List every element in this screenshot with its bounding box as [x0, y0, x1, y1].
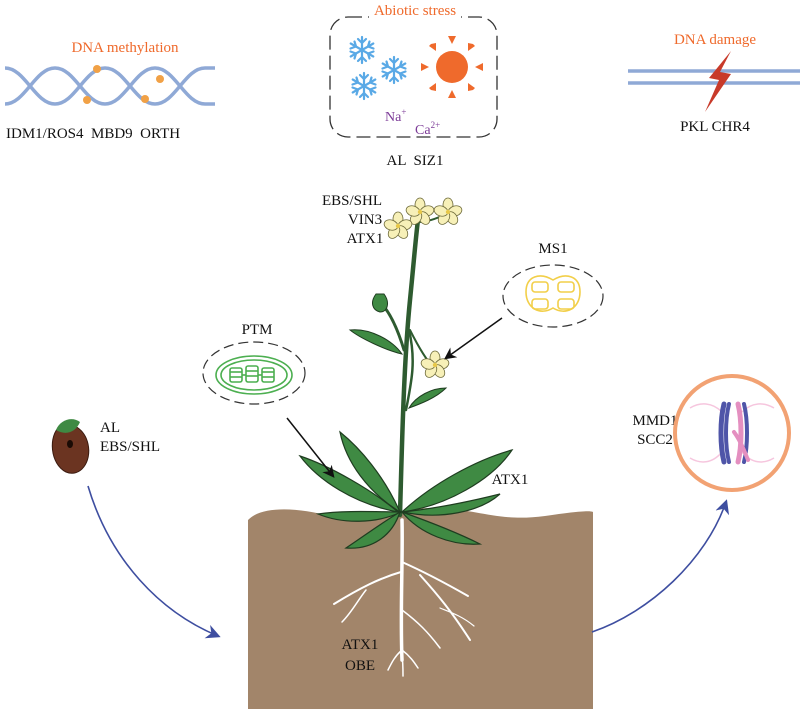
- dna-damage-title: DNA damage: [674, 32, 756, 48]
- ptm-label: PTM: [242, 322, 273, 338]
- soil-block: [248, 507, 593, 709]
- root-gene-2: OBE: [345, 658, 375, 674]
- root-gene-1: ATX1: [342, 637, 379, 653]
- ptm-arrow: [286, 417, 335, 478]
- chloroplast-icon: [215, 355, 293, 395]
- lightning-icon: [705, 51, 731, 112]
- dna-damage-panel: DNA damage PKL CHR4: [628, 32, 800, 135]
- methyl-group-icon: [83, 65, 164, 104]
- seed-gene-1: AL: [100, 420, 120, 436]
- cauline-leaf: [348, 329, 404, 355]
- inflorescence-gene-3: ATX1: [347, 231, 384, 247]
- snowflake-icon: [381, 55, 407, 85]
- ptm-panel: PTM: [202, 322, 335, 478]
- plant-to-meiosis-arrow: [591, 499, 730, 633]
- flower-icon: [432, 197, 464, 228]
- sodium-ion-label: Na+: [385, 107, 406, 125]
- dna-methylation-panel: DNA methylation IDM1/ROS4 MBD9 ORTH: [4, 40, 215, 142]
- cell-outline: [673, 374, 791, 492]
- pollen-icon: [525, 275, 581, 312]
- chromosome-icon: [718, 401, 750, 465]
- meiosis-panel: MMD1 SCC2: [632, 374, 791, 492]
- dna-methylation-title: DNA methylation: [71, 40, 179, 56]
- snowflake-icon: [351, 71, 377, 101]
- ms1-arrow: [444, 317, 503, 360]
- seed-gene-2: EBS/SHL: [100, 439, 160, 455]
- flower-bud-icon: [372, 293, 388, 313]
- ms1-outline: [502, 264, 604, 328]
- meiosis-gene-2: SCC2: [637, 432, 673, 448]
- ptm-outline: [202, 341, 306, 405]
- ms1-panel: MS1: [444, 241, 604, 360]
- dna-damage-genes: PKL CHR4: [680, 119, 750, 135]
- methylation-genes: IDM1/ROS4 MBD9 ORTH: [6, 126, 180, 142]
- calcium-ion-label: Ca2+: [415, 120, 440, 138]
- cauline-leaf: [407, 387, 448, 409]
- meiosis-gene-1: MMD1: [632, 413, 677, 429]
- abiotic-stress-panel: Abiotic stress Na+ Ca2+ AL SIZ1: [329, 3, 498, 169]
- seed-panel: AL EBS/SHL: [51, 419, 160, 474]
- dna-double-helix-icon: [4, 66, 215, 106]
- abiotic-stress-genes: AL SIZ1: [387, 153, 444, 169]
- inflorescence-gene-2: VIN3: [348, 212, 382, 228]
- inflorescence-gene-1: EBS/SHL: [322, 193, 382, 209]
- abiotic-stress-box: [329, 16, 498, 138]
- sun-icon: [421, 36, 483, 98]
- flower-icon: [382, 211, 414, 242]
- seed-icon: [51, 419, 90, 474]
- ms1-label: MS1: [538, 241, 567, 257]
- leaf-gene-label: ATX1: [492, 472, 529, 488]
- snowflake-icon: [349, 35, 375, 65]
- abiotic-stress-title: Abiotic stress: [374, 3, 456, 19]
- root-system: [333, 518, 475, 677]
- seed-to-soil-arrow: [87, 485, 221, 639]
